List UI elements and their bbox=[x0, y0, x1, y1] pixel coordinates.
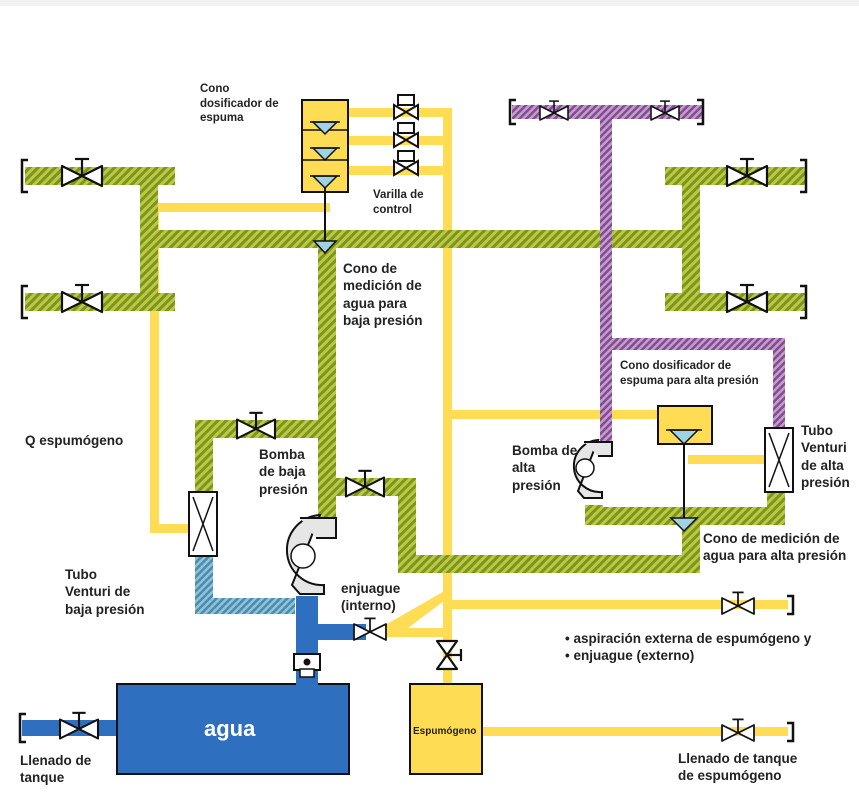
label-q-espumogeno: Q espumógeno bbox=[25, 433, 124, 448]
foam-tank bbox=[409, 683, 483, 775]
label-espumogeno-tank: Espumógeno bbox=[413, 726, 477, 737]
label-agua: agua bbox=[204, 716, 256, 741]
water-tank bbox=[116, 653, 350, 775]
label-cono-dosificador-espuma: Cono dosificador de espuma bbox=[200, 83, 279, 125]
foam-dosing-cone-low bbox=[301, 99, 349, 255]
foam-dosing-cone-high bbox=[657, 405, 713, 533]
label-varilla-control: Varilla de control bbox=[373, 189, 424, 216]
control-rod-valves bbox=[393, 94, 419, 177]
label-tubo-venturi-alta: Tubo Venturi de alta presión bbox=[801, 423, 850, 490]
pipe-end-brackets bbox=[18, 98, 808, 744]
valve-foam-tank bbox=[435, 639, 463, 671]
valves bbox=[58, 100, 769, 742]
label-cono-medicion-baja: Cono de medición de agua para baja presi… bbox=[343, 261, 423, 328]
label-llenado-tanque: Llenado de tanque bbox=[20, 753, 92, 786]
label-enjuague-interno: enjuague (interno) bbox=[341, 581, 401, 614]
label-cono-dosificador-alta: Cono dosificador de espuma para alta pre… bbox=[620, 360, 759, 387]
high-pressure-pump bbox=[573, 438, 613, 499]
label-bomba-alta: Bomba de alta presión bbox=[512, 443, 578, 493]
label-tubo-venturi-baja: Tubo Venturi de baja presión bbox=[65, 567, 145, 617]
label-bomba-baja: Bomba de baja presión bbox=[259, 447, 308, 497]
label-cono-medicion-alta: Cono de medición de agua para alta presi… bbox=[703, 531, 847, 564]
label-llenado-tanque-espumogeno: Llenado de tanque de espumógeno bbox=[678, 751, 798, 784]
label-aspiracion-externa: • aspiración externa de espumógeno y • e… bbox=[565, 631, 812, 664]
venturi-tubes bbox=[188, 427, 794, 557]
low-pressure-pump bbox=[285, 513, 337, 595]
